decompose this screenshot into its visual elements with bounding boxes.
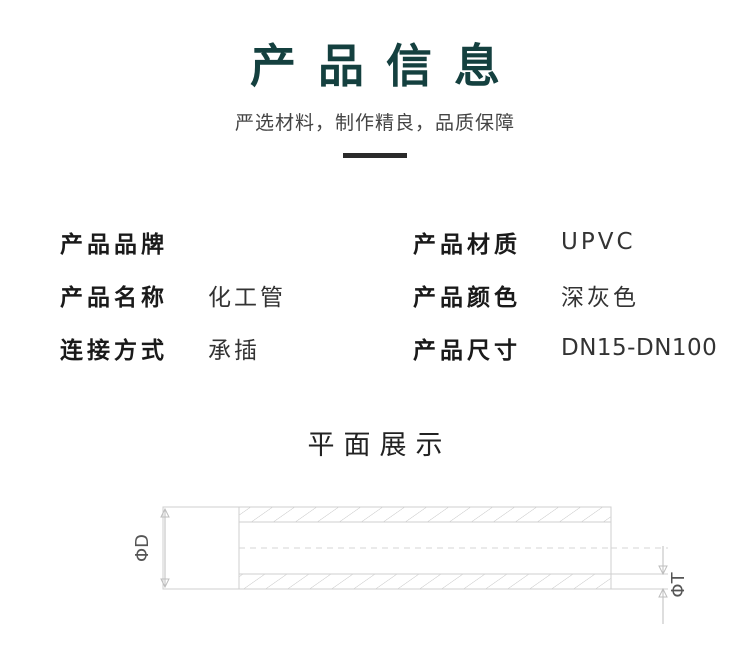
title-divider	[343, 153, 407, 158]
thickness-dimension: ΦT	[658, 546, 689, 624]
spec-row-name: 产品名称 化工管	[60, 275, 286, 315]
spec-label: 产品品牌	[60, 232, 168, 258]
spec-row-connection: 连接方式 承插	[60, 328, 260, 368]
spec-value: 化工管	[208, 285, 286, 311]
section-title: 平面展示	[307, 430, 452, 461]
spec-label: 产品颜色	[413, 285, 521, 311]
diameter-label: ΦD	[132, 534, 153, 562]
spec-value: 深灰色	[561, 285, 639, 311]
spec-label: 产品名称	[60, 285, 168, 311]
spec-value: 承插	[208, 338, 260, 364]
spec-label: 连接方式	[60, 338, 168, 364]
thickness-extension-lines	[611, 547, 668, 590]
spec-label: 产品材质	[413, 232, 521, 258]
spec-value: UPVC	[561, 229, 636, 255]
thickness-label: ΦT	[668, 571, 689, 597]
spec-value: DN15-DN100	[561, 335, 718, 361]
pipe-end-left	[162, 506, 240, 590]
page-title: 产品信息	[250, 39, 522, 93]
spec-row-color: 产品颜色 深灰色	[413, 275, 639, 315]
spec-row-brand: 产品品牌	[60, 222, 208, 262]
pipe-body	[238, 506, 612, 590]
spec-row-material: 产品材质 UPVC	[413, 222, 636, 262]
spec-row-size: 产品尺寸 DN15-DN100	[413, 328, 717, 368]
spec-label: 产品尺寸	[413, 338, 521, 364]
pipe-drawing: ΦD ΦT	[132, 506, 689, 624]
page-subtitle: 严选材料，制作精良，品质保障	[234, 112, 515, 134]
diameter-dimension: ΦD	[132, 507, 170, 589]
